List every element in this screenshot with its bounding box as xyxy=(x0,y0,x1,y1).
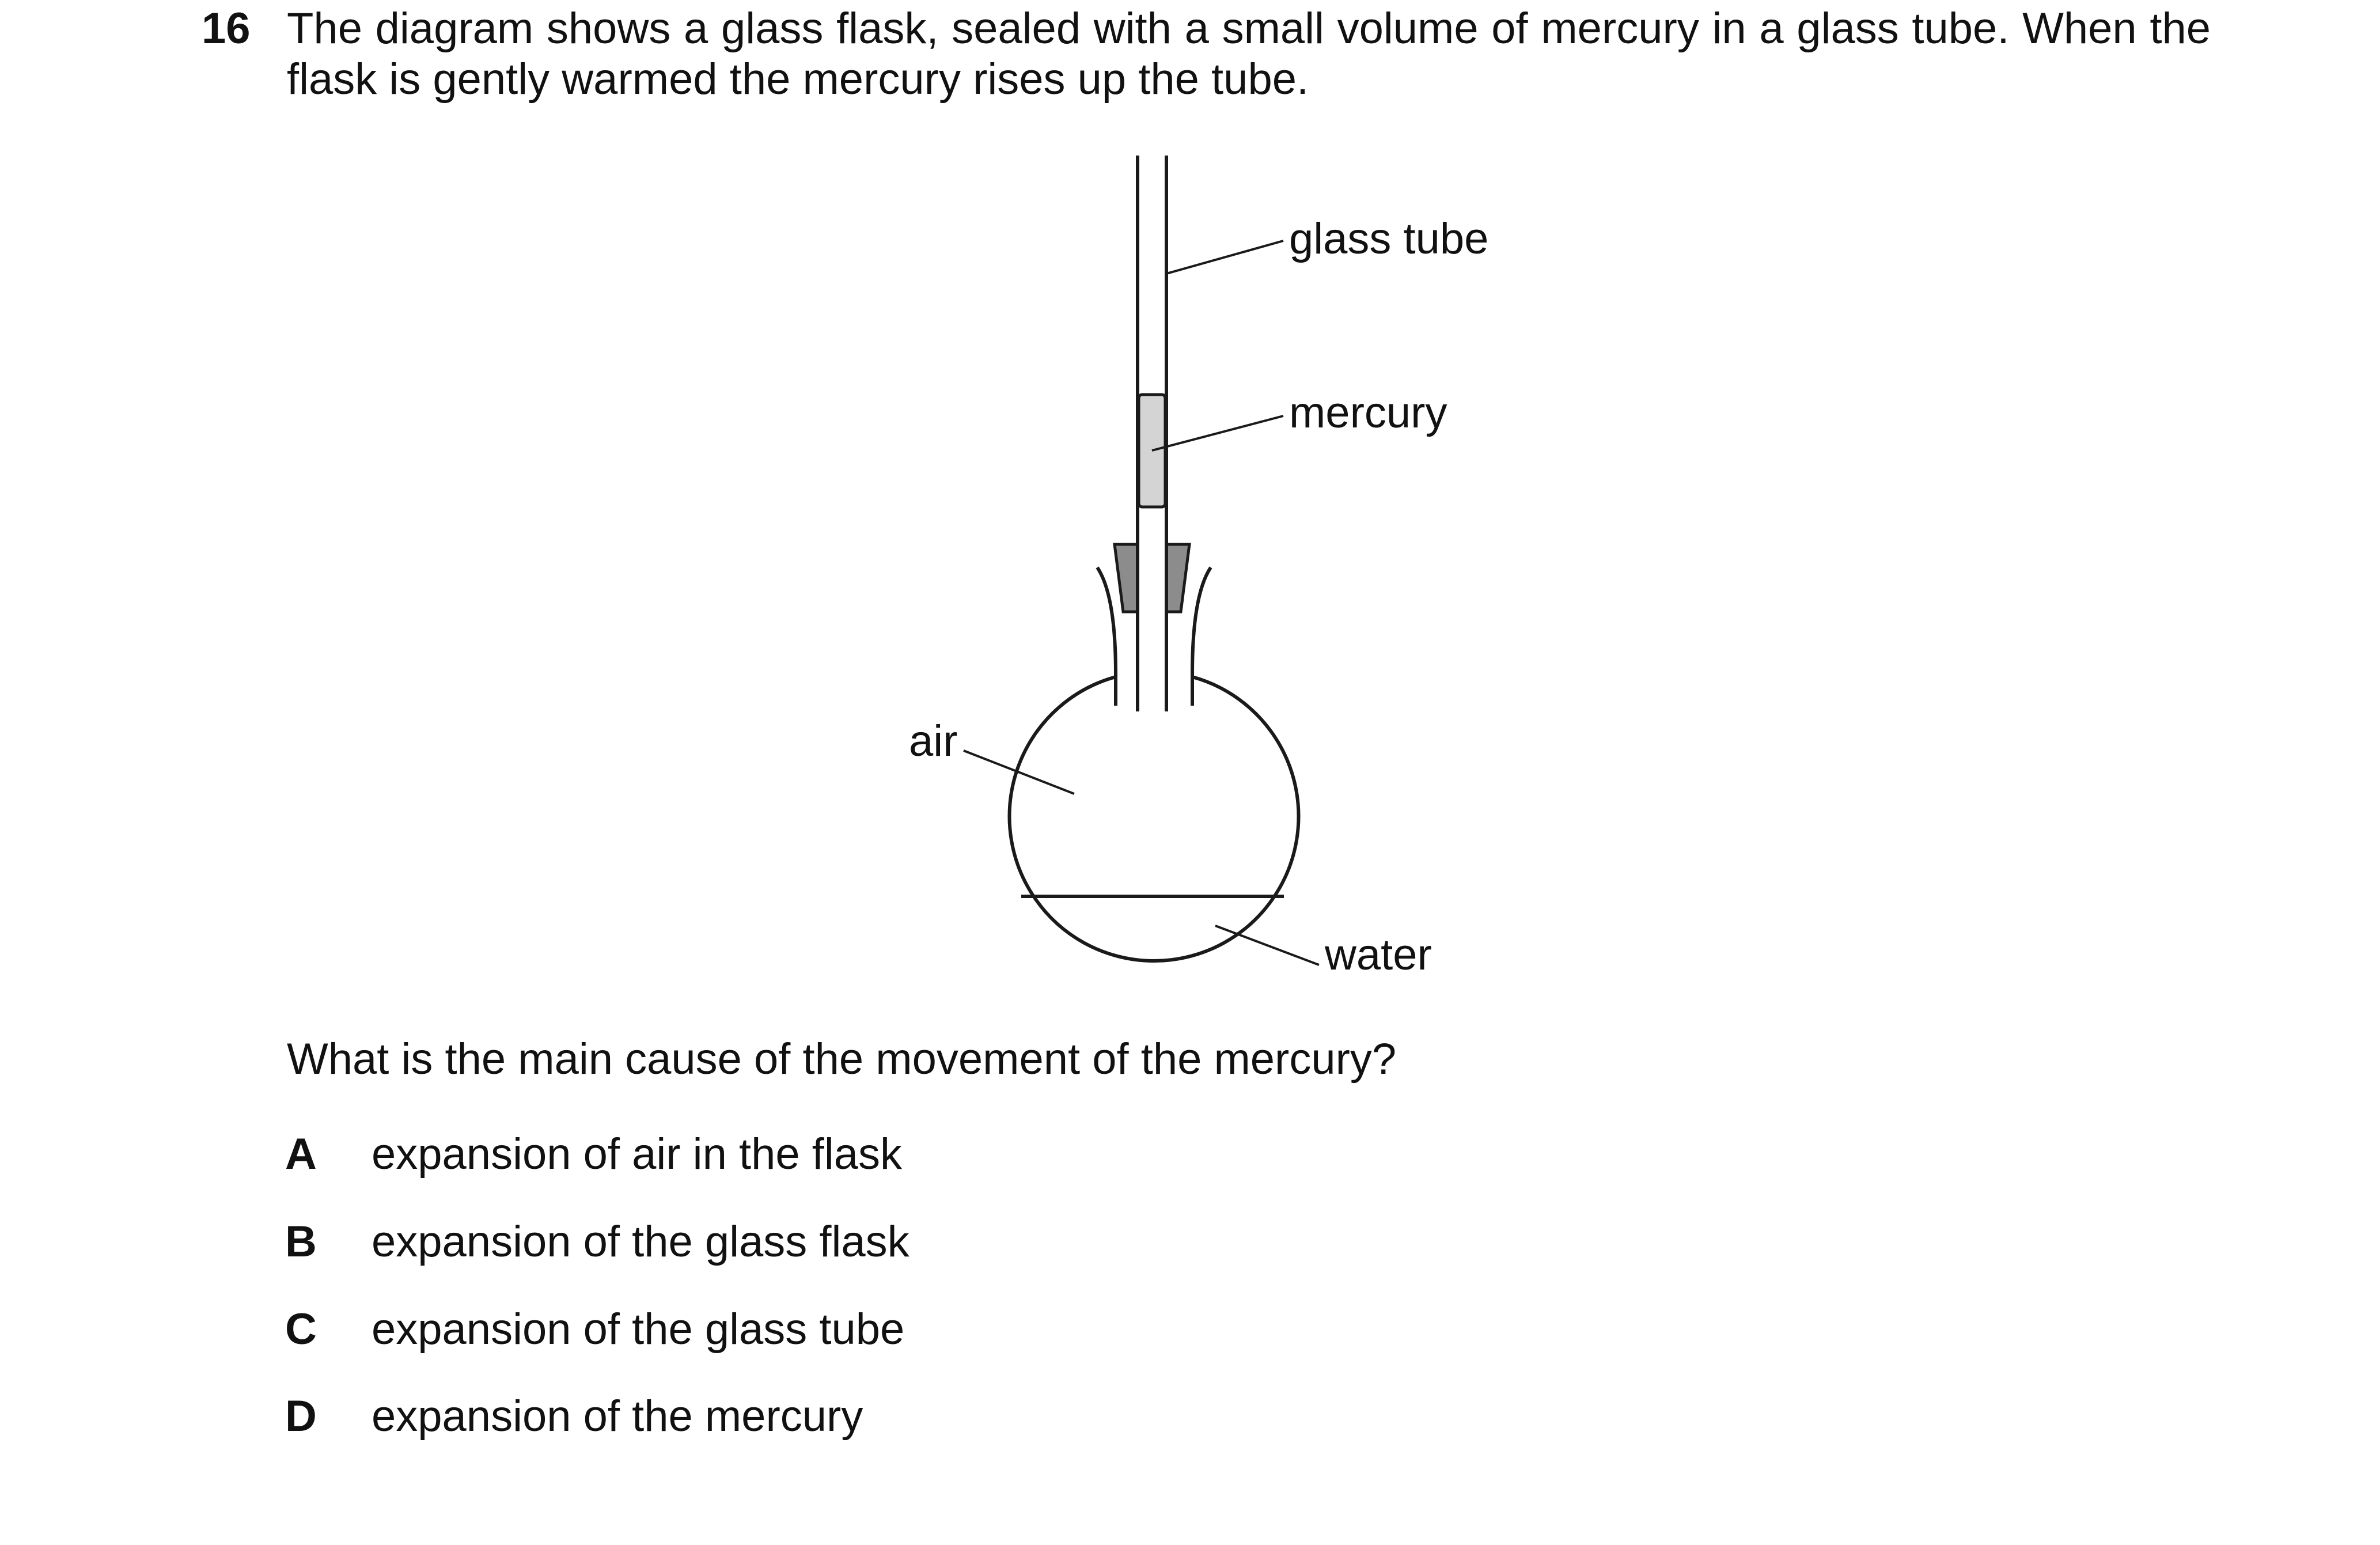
mercury-column xyxy=(1137,393,1167,509)
air-label: air xyxy=(909,717,957,766)
water-label: water xyxy=(1324,930,1432,979)
mercury-leader-line xyxy=(1151,415,1284,452)
rubber-stopper-left xyxy=(1113,543,1139,614)
question-stem: The diagram shows a glass flask, sealed … xyxy=(287,4,2211,104)
flask-diagram: glass tube mercury air water xyxy=(909,156,1488,979)
option-b-letter: B xyxy=(285,1217,317,1266)
glass-tube-label: glass tube xyxy=(1289,214,1488,263)
option-a-letter: A xyxy=(285,1130,317,1179)
flask-body xyxy=(1007,566,1301,963)
option-b-text: expansion of the glass flask xyxy=(372,1217,909,1266)
option-a-text: expansion of air in the flask xyxy=(372,1130,902,1179)
glass-tube-leader-line xyxy=(1166,240,1284,275)
question-prompt: What is the main cause of the movement o… xyxy=(287,1035,1397,1084)
water-leader-line xyxy=(1215,925,1320,966)
air-leader-line xyxy=(963,749,1075,795)
mercury-label: mercury xyxy=(1289,388,1447,437)
option-c-letter: C xyxy=(285,1305,317,1354)
question-number: 16 xyxy=(202,4,251,53)
option-d-text: expansion of the mercury xyxy=(372,1392,863,1441)
rubber-stopper-right xyxy=(1165,543,1191,614)
option-c-text: expansion of the glass tube xyxy=(372,1305,905,1354)
option-d-letter: D xyxy=(285,1392,317,1441)
